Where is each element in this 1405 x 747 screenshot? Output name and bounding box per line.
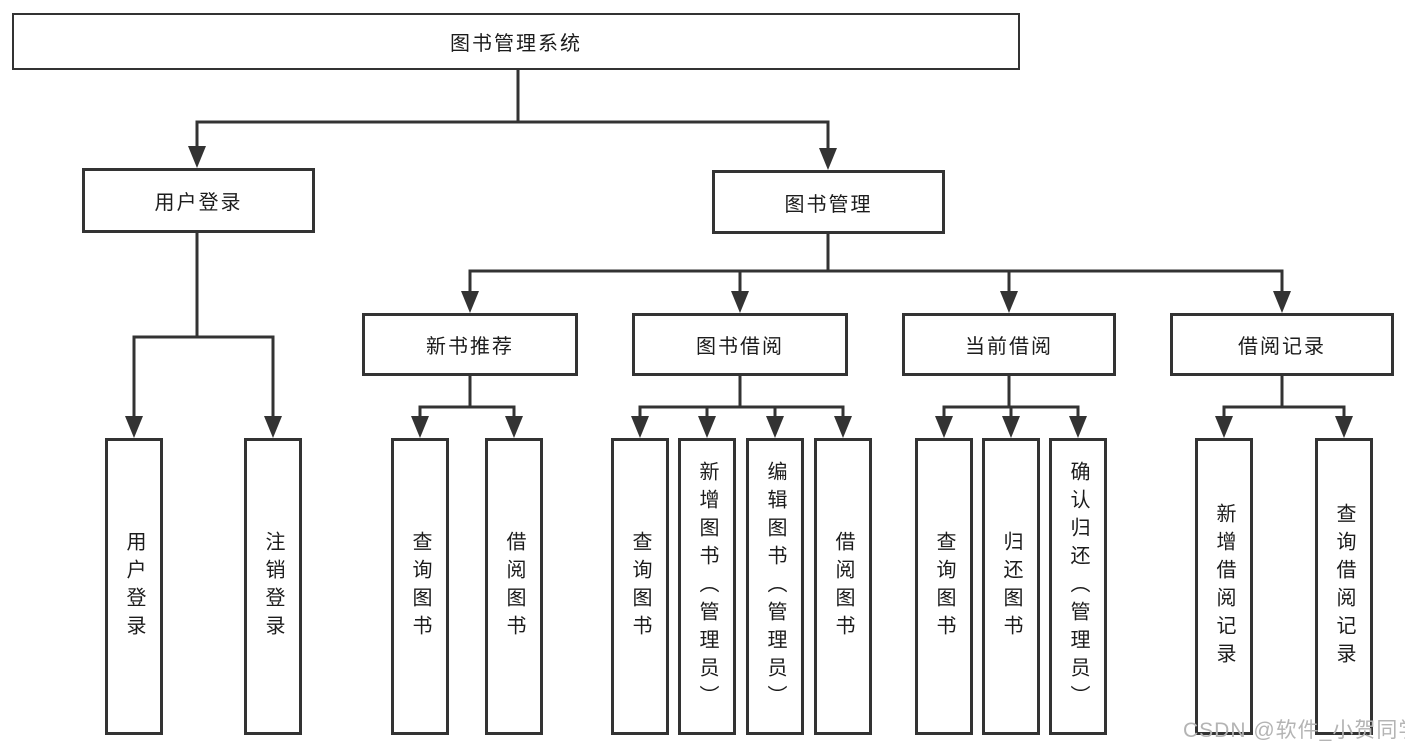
leaf-logout-login-label: 注销登录 xyxy=(262,530,284,643)
leaf-query-borrow-record-label: 查询借阅记录 xyxy=(1333,502,1355,671)
connector-management-to-level3 xyxy=(461,232,1291,313)
leaf-confirm-return-admin: 确认归还（管理员） xyxy=(1049,438,1107,735)
connector-borrowing-to-leaves xyxy=(631,374,852,438)
leaf-confirm-return-admin-label: 确认归还（管理员） xyxy=(1067,460,1089,713)
leaf-borrow-books-recommend: 借阅图书 xyxy=(485,438,543,735)
leaf-query-books-borrowing: 查询图书 xyxy=(611,438,669,735)
node-new-book-recommend: 新书推荐 xyxy=(362,313,578,376)
connector-root-to-level2 xyxy=(188,68,837,170)
leaf-edit-books-admin: 编辑图书（管理员） xyxy=(746,438,804,735)
node-book-management-label: 图书管理 xyxy=(784,193,873,216)
leaf-query-books-current: 查询图书 xyxy=(915,438,973,735)
node-book-management: 图书管理 xyxy=(712,170,945,234)
node-book-borrowing: 图书借阅 xyxy=(632,313,848,376)
leaf-add-books-admin: 新增图书（管理员） xyxy=(678,438,736,735)
leaf-query-books-recommend: 查询图书 xyxy=(391,438,449,735)
node-book-borrowing-label: 图书借阅 xyxy=(696,336,784,358)
connector-current-to-leaves xyxy=(935,374,1087,438)
node-borrowing-records: 借阅记录 xyxy=(1170,313,1394,376)
leaf-query-books-current-label: 查询图书 xyxy=(933,530,955,643)
node-borrowing-records-label: 借阅记录 xyxy=(1238,336,1326,358)
connector-newbook-to-leaves xyxy=(411,374,523,438)
root-node-label: 图书管理系统 xyxy=(450,33,582,55)
connector-records-to-leaves xyxy=(1215,374,1353,438)
leaf-borrow-books-borrowing-label: 借阅图书 xyxy=(832,530,854,643)
watermark: CSDN @软件_小贺同学 xyxy=(1183,719,1405,742)
node-current-borrowing-label: 当前借阅 xyxy=(965,336,1053,358)
leaf-user-login-label: 用户登录 xyxy=(123,530,145,643)
node-new-book-recommend-label: 新书推荐 xyxy=(426,336,514,358)
leaf-query-borrow-record: 查询借阅记录 xyxy=(1315,438,1373,735)
leaf-borrow-books-recommend-label: 借阅图书 xyxy=(503,530,525,643)
leaf-query-books-recommend-label: 查询图书 xyxy=(409,530,431,643)
leaf-user-login: 用户登录 xyxy=(105,438,163,735)
leaf-borrow-books-borrowing: 借阅图书 xyxy=(814,438,872,735)
leaf-add-books-admin-label: 新增图书（管理员） xyxy=(696,460,718,713)
leaf-add-borrow-record-label: 新增借阅记录 xyxy=(1213,502,1235,671)
node-user-login: 用户登录 xyxy=(82,168,315,233)
connector-login-to-leaves xyxy=(125,231,282,438)
leaf-logout-login: 注销登录 xyxy=(244,438,302,735)
root-node: 图书管理系统 xyxy=(12,13,1020,70)
leaf-edit-books-admin-label: 编辑图书（管理员） xyxy=(764,460,786,713)
node-current-borrowing: 当前借阅 xyxy=(902,313,1116,376)
leaf-return-books-label: 归还图书 xyxy=(1000,530,1022,643)
node-user-login-label: 用户登录 xyxy=(154,192,243,214)
leaf-query-books-borrowing-label: 查询图书 xyxy=(629,530,651,643)
leaf-add-borrow-record: 新增借阅记录 xyxy=(1195,438,1253,735)
leaf-return-books: 归还图书 xyxy=(982,438,1040,735)
